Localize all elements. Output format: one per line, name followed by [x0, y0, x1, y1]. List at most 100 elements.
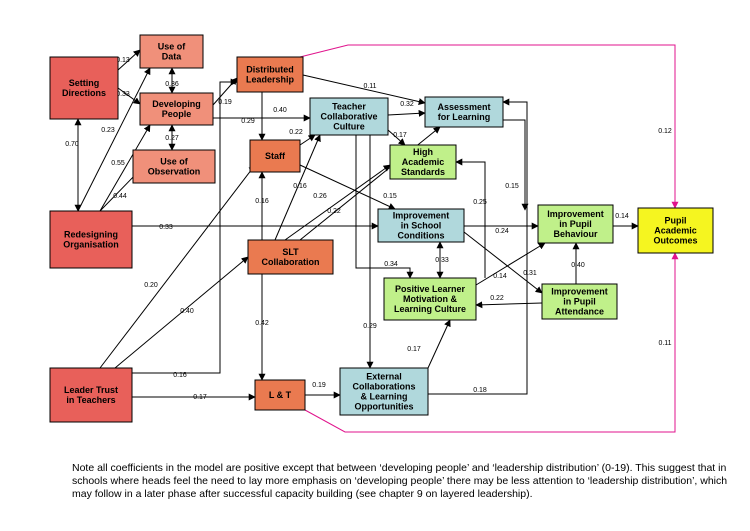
coef-plm_has: 0.25 — [473, 199, 487, 206]
node-setting-label: Setting — [69, 78, 100, 88]
coef-isc_ipa: 0.31 — [523, 270, 537, 277]
coef-dl_pao: 0.12 — [658, 128, 672, 135]
node-pao-label: Outcomes — [653, 236, 697, 246]
node-usedata-label: Data — [162, 52, 183, 62]
node-has-label: High — [413, 147, 433, 157]
node-tcc-label: Teacher — [332, 102, 366, 112]
node-useobs-label: Use of — [160, 157, 189, 167]
coef-staff_tcc: 0.22 — [289, 129, 303, 136]
node-afl-label: Assessment — [437, 102, 490, 112]
node-devpeople-label: People — [162, 109, 192, 119]
coef-dl_staff: 0.29 — [241, 118, 255, 125]
edge-tr_staff — [99, 164, 256, 369]
coef-ecl_afl: 0.18 — [473, 387, 487, 394]
edge-tcc_plm — [355, 135, 414, 279]
edge-slt_has — [284, 164, 391, 241]
coef-isc_ipb: 0.24 — [495, 228, 509, 235]
node-devpeople-label: Developing — [152, 99, 201, 109]
node-pao-label: Pupil — [665, 216, 687, 226]
node-ipa-label: Attendance — [555, 307, 604, 317]
edge-isc_ipa — [463, 231, 543, 294]
node-slt-label: SLT — [282, 247, 299, 257]
coef-tr_slt: 0.40 — [180, 308, 194, 315]
coef-rd_dp: 0.44 — [113, 193, 127, 200]
node-plm-label: Positive Learner — [395, 284, 466, 294]
node-slt-label: Collaboration — [262, 257, 320, 267]
node-pao-label: Academic — [654, 226, 697, 236]
node-tcc-label: Collaborative — [320, 112, 377, 122]
node-useobs-label: Observation — [148, 167, 201, 177]
node-staff: Staff — [249, 139, 301, 173]
node-redesign-label: Organisation — [63, 240, 119, 250]
node-ipb-label: in Pupil — [559, 219, 592, 229]
node-ipb-label: Improvement — [547, 209, 604, 219]
node-isc-label: Improvement — [393, 211, 450, 221]
coef-rd_ud: 0.23 — [101, 127, 115, 134]
edge-slt_tcc — [274, 134, 321, 241]
node-ecl-label: & Learning — [360, 392, 407, 402]
node-has-label: Academic — [402, 157, 445, 167]
coef-rd_isc: 0.33 — [159, 224, 173, 231]
node-tcc-label: Culture — [333, 122, 365, 132]
node-ecl-label: Collaborations — [352, 382, 415, 392]
coef-slt_tcc: 0.16 — [293, 183, 307, 190]
coef-staff_isc: 0.15 — [383, 193, 397, 200]
coef-slt_has: 0.26 — [313, 193, 327, 200]
edge-plm_ipb — [475, 242, 546, 286]
coef-tr_distlead: 0.16 — [173, 372, 187, 379]
node-distlead-label: Leadership — [246, 75, 295, 85]
coef-tcc_afl: 0.32 — [400, 101, 414, 108]
node-lt-label: L & T — [269, 390, 292, 400]
node-ipb-label: Behaviour — [553, 229, 598, 239]
edge-staff_isc — [299, 164, 396, 210]
node-staff-label: Staff — [265, 151, 286, 161]
node-trust-label: in Teachers — [66, 395, 115, 405]
node-ipa-label: in Pupil — [563, 297, 596, 307]
edge-plm_has — [455, 158, 486, 278]
coef-rd_sd: 0.70 — [65, 141, 79, 148]
coef-ipa_ipb: 0.40 — [571, 262, 585, 269]
node-isc-label: in School — [401, 221, 442, 231]
node-ipa-label: Improvement — [551, 287, 608, 297]
node-trust-label: Leader Trust — [64, 385, 118, 395]
coef-slt_staff: 0.16 — [255, 198, 269, 205]
coef-tr_lt: 0.17 — [193, 394, 207, 401]
coef-lt_ecl: 0.19 — [312, 382, 326, 389]
model-diagram: 0.130.330.700.230.550.440.360.270.190.40… — [49, 34, 714, 433]
coef-isc_plm: 0.33 — [435, 257, 449, 264]
edge-tcc_afl — [387, 109, 426, 117]
footnote: Note all coefficients in the model are p… — [72, 462, 728, 500]
edge-lt_pao — [304, 252, 679, 433]
coef-afl_ipb: 0.15 — [505, 183, 519, 190]
coef-dp_uo: 0.27 — [165, 135, 179, 142]
coef-dl_afl: 0.11 — [363, 83, 376, 90]
edge-rd_ud — [77, 67, 151, 212]
edge-afl_ipb — [503, 119, 529, 211]
node-has-label: Standards — [401, 167, 445, 177]
node-afl-label: for Learning — [438, 112, 491, 122]
node-isc-label: Conditions — [398, 231, 445, 241]
coef-ipa_plm: 0.22 — [490, 295, 504, 302]
edge-rd_dp — [99, 124, 151, 212]
node-usedata-label: Use of — [158, 42, 187, 52]
node-setting-label: Directions — [62, 88, 106, 98]
edge-staff_tcc — [299, 134, 316, 146]
edge-tr_distlead — [132, 78, 238, 374]
coef-tcc_ecl: 0.29 — [363, 323, 377, 330]
coef-dp_ud: 0.36 — [165, 81, 179, 88]
coef-rd_uo: 0.55 — [111, 160, 125, 167]
coef-tr_staff: 0.20 — [144, 282, 158, 289]
